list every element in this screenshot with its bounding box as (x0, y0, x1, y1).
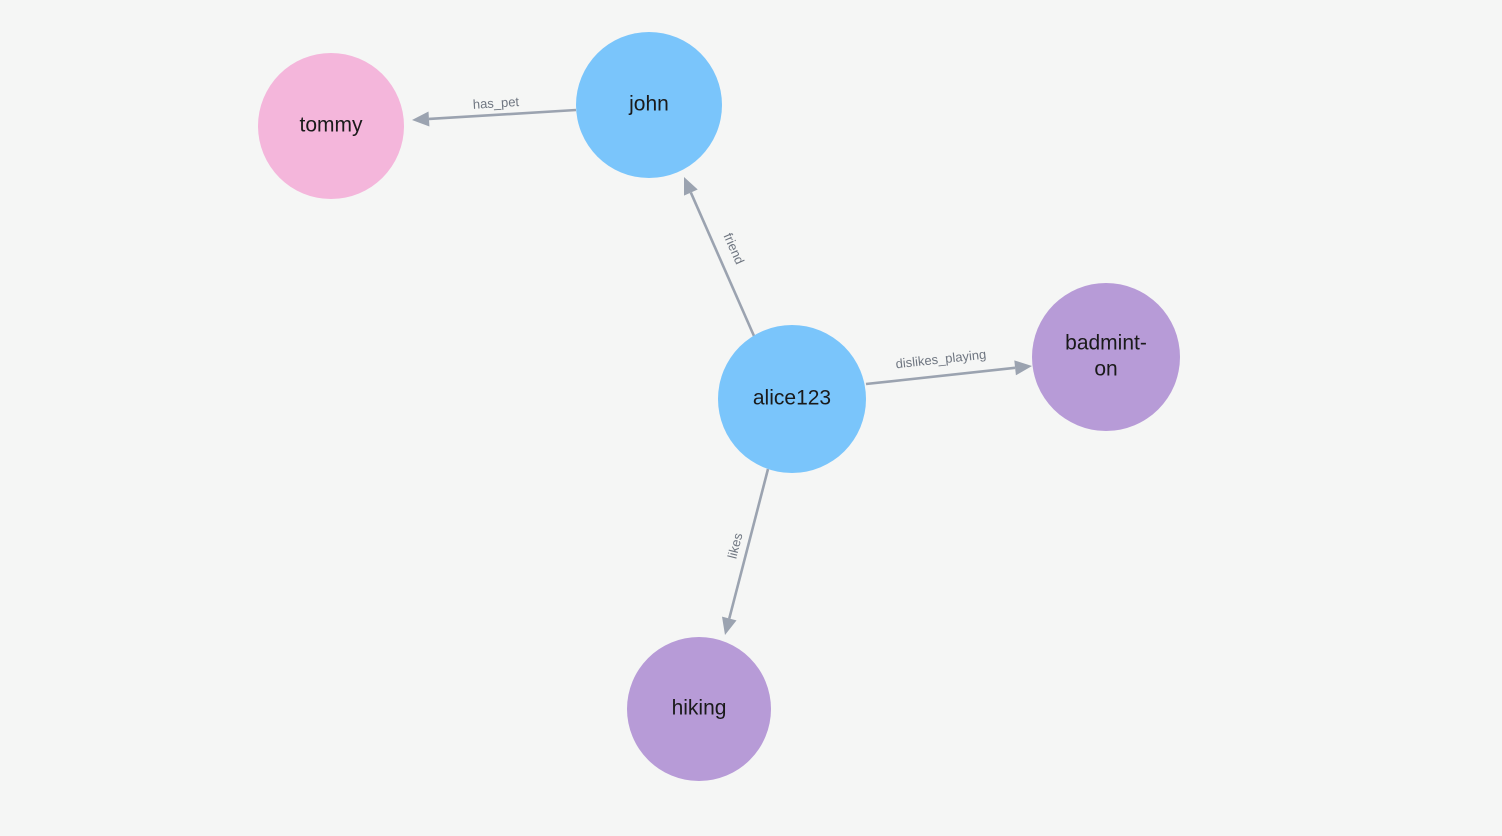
graph-node-john[interactable]: john (576, 32, 722, 178)
graph-node-tommy[interactable]: tommy (258, 53, 404, 199)
graph-edge-label: friend (721, 231, 748, 267)
graph-edge-line (728, 468, 770, 619)
graph-edge-line (428, 108, 577, 121)
graph-edge-label: has_pet (472, 94, 519, 112)
graph-edge[interactable]: friend (683, 177, 756, 337)
graph-node-circle[interactable] (258, 53, 404, 199)
graph-node-alice123[interactable]: alice123 (718, 325, 866, 473)
graph-edge-arrowhead (412, 111, 430, 127)
graph-edge-arrowhead (1014, 360, 1032, 376)
graph-node-circle[interactable] (576, 32, 722, 178)
nodes-layer: tommy john alice123 badmint-on hiking (258, 32, 1180, 781)
graph-node-badminton[interactable]: badmint-on (1032, 283, 1180, 431)
graph-node-circle[interactable] (627, 637, 771, 781)
graph-edge[interactable]: has_pet (412, 94, 577, 127)
graph-edge-label: dislikes_playing (895, 347, 987, 372)
graph-node-circle[interactable] (1032, 283, 1180, 431)
graph-edge-arrowhead (722, 616, 737, 635)
graph-edge[interactable]: likes (722, 468, 770, 635)
graph-node-hiking[interactable]: hiking (627, 637, 771, 781)
graph-node-circle[interactable] (718, 325, 866, 473)
graph-edge[interactable]: dislikes_playing (865, 347, 1032, 386)
graph-edge-line (689, 192, 756, 337)
graph-edge-label: likes (724, 531, 745, 560)
graph-edge-arrowhead (683, 177, 698, 196)
graph-edge-line (865, 366, 1016, 386)
